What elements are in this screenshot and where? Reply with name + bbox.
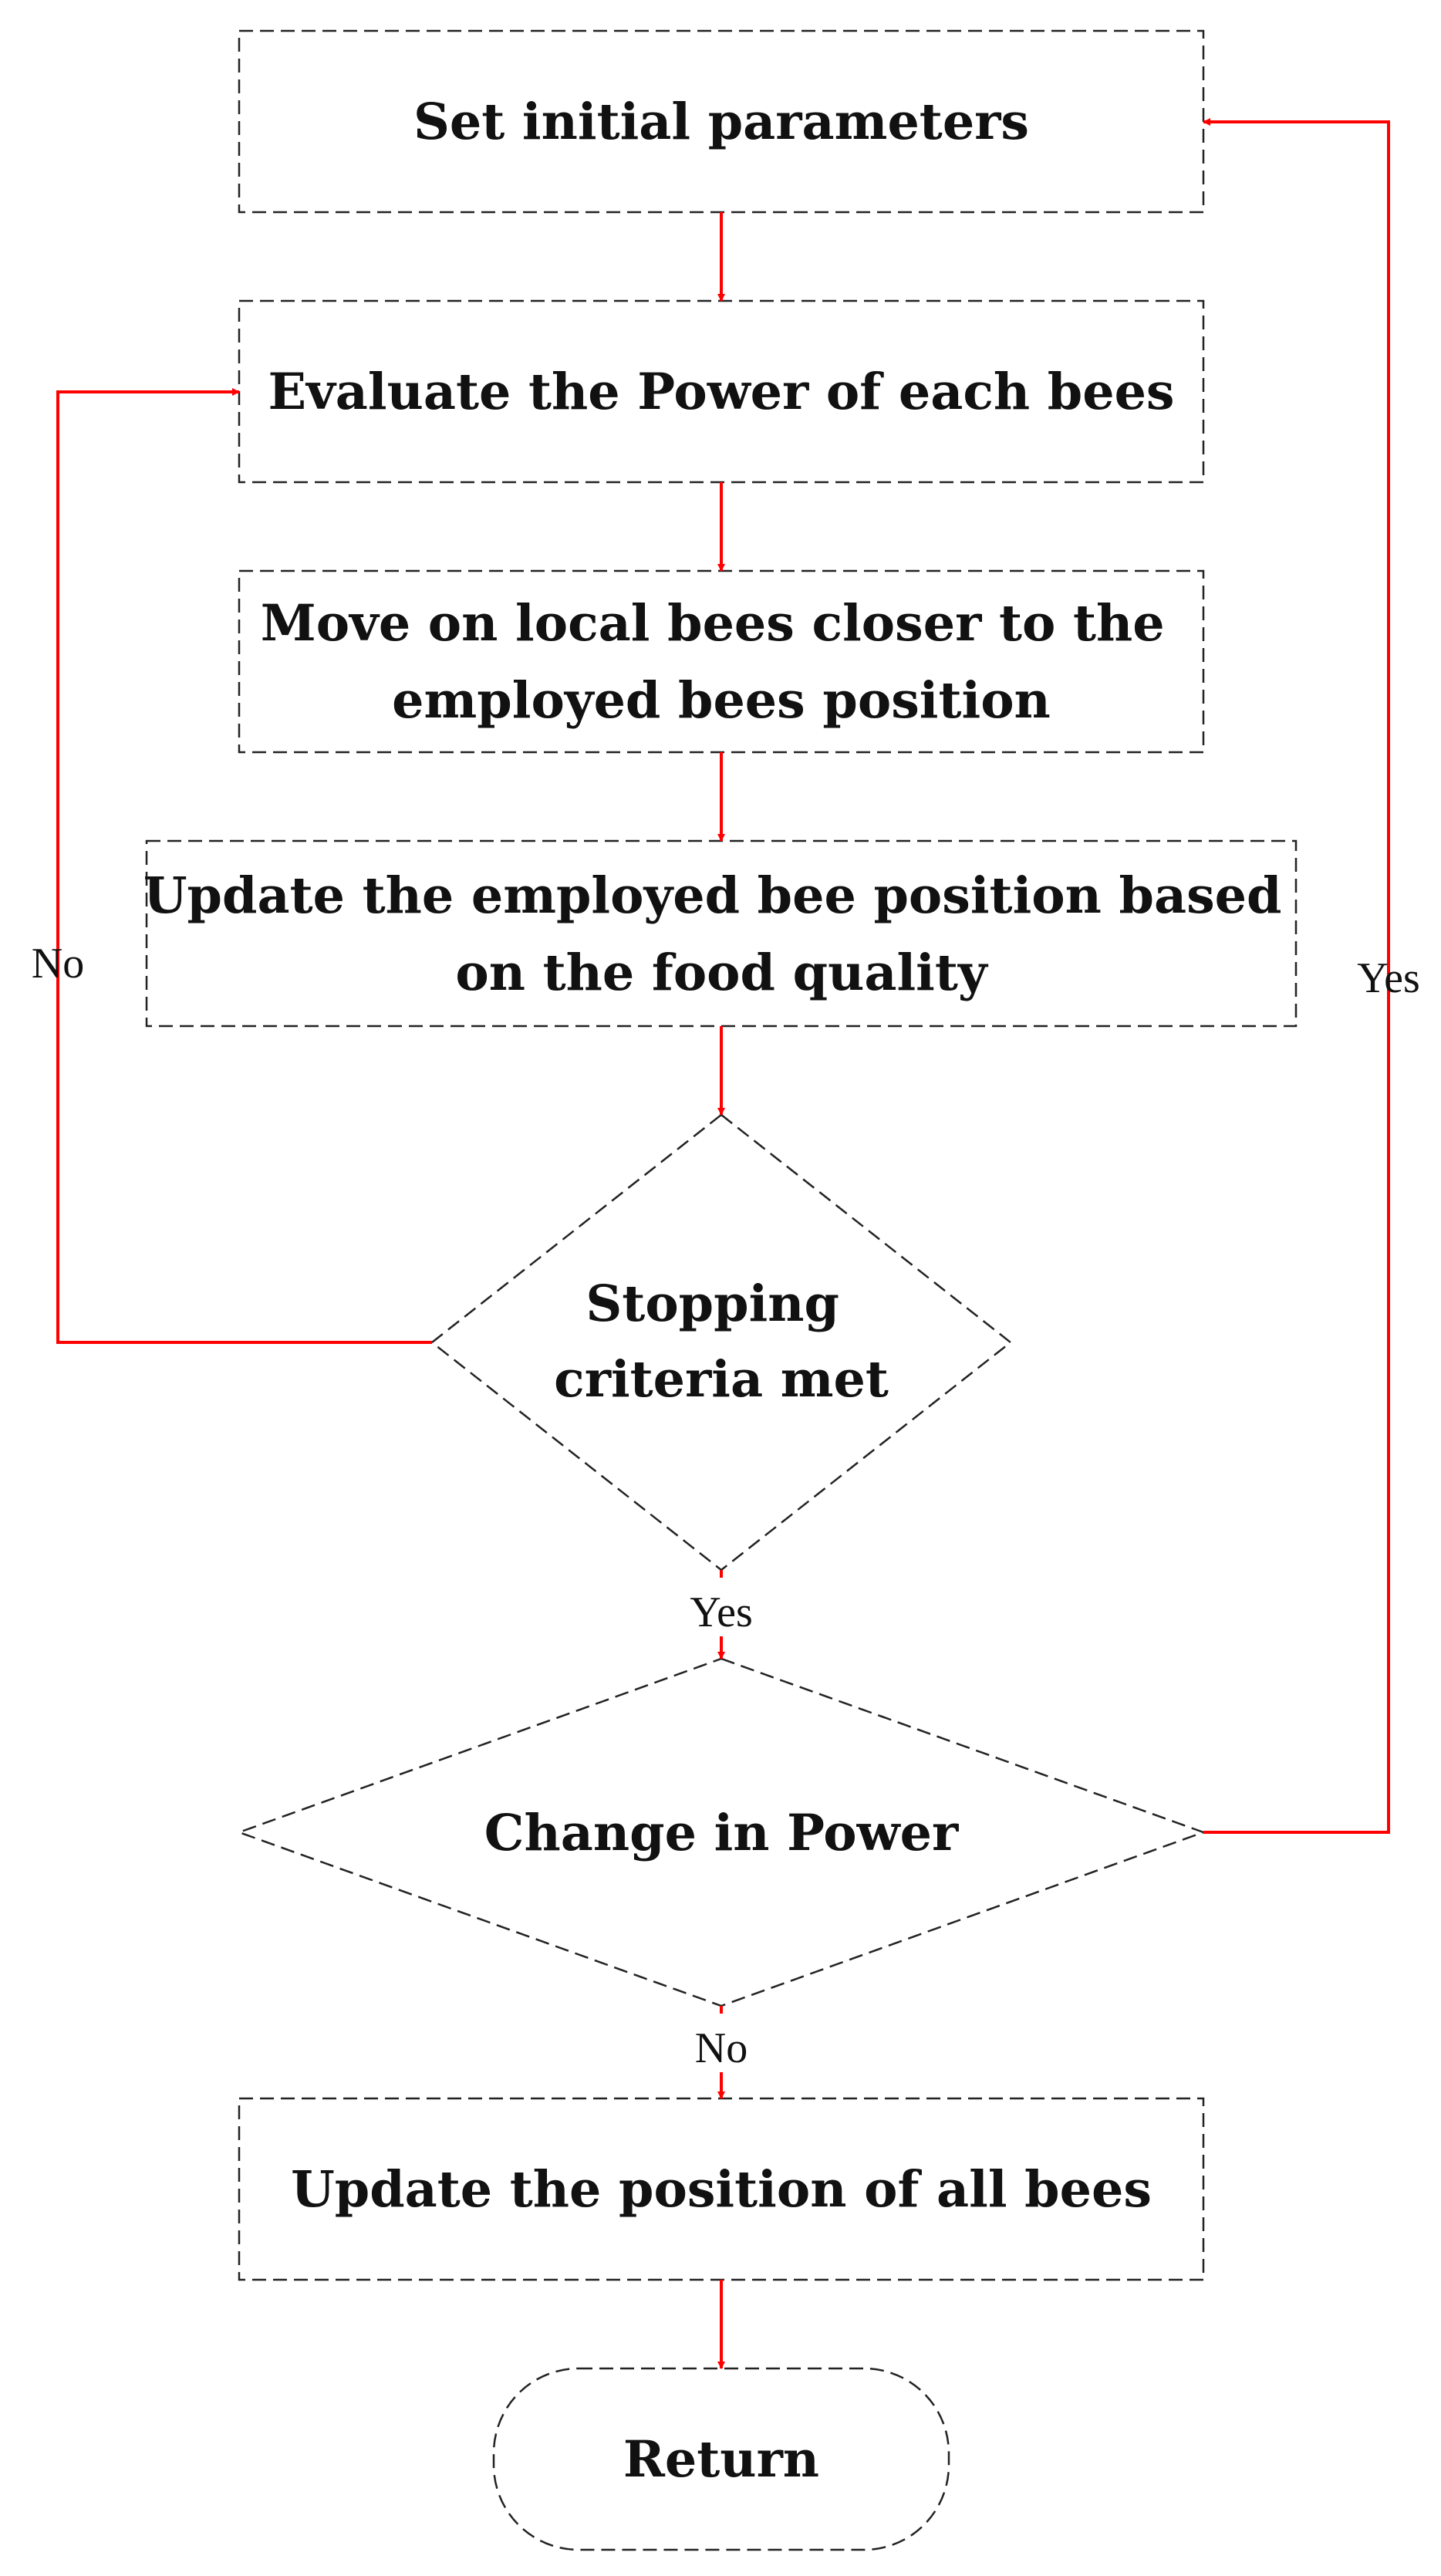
svg-text:Evaluate the Power of each bee: Evaluate the Power of each bees xyxy=(268,363,1174,421)
node-label-line: employed bees position xyxy=(392,671,1051,730)
decision-diamond xyxy=(430,1113,1013,1572)
node-label-line: Update the position of all bees xyxy=(291,2160,1152,2219)
node-set-initial-parameters: Set initial parameters xyxy=(238,29,1205,214)
node-evaluate-power: Evaluate the Power of each bees xyxy=(238,299,1205,484)
svg-text:Move on local bees closer to t: Move on local bees closer to the employe… xyxy=(261,594,1182,730)
svg-text:Update the position of all bee: Update the position of all bees xyxy=(291,2160,1152,2219)
process-box xyxy=(238,299,1205,484)
svg-text:Update the employed bee positi: Update the employed bee position based o… xyxy=(143,866,1299,1002)
node-label-line: Stopping xyxy=(586,1274,839,1333)
process-box xyxy=(238,2097,1205,2281)
edge-label-no-left: No xyxy=(32,940,84,988)
node-label-line: Set initial parameters xyxy=(413,93,1029,151)
svg-text:Stopping criteria met: Stopping criteria met xyxy=(554,1274,889,1409)
edge-label-no-mid: No xyxy=(695,2024,747,2072)
process-box xyxy=(238,29,1205,214)
node-update-employed-bee: Update the employed bee position based o… xyxy=(143,839,1299,1028)
node-move-local-bees: Move on local bees closer to the employe… xyxy=(238,569,1205,754)
edge-label-bg xyxy=(687,2014,756,2072)
decision-stopping-criteria: Stopping criteria met xyxy=(430,1113,1013,1572)
node-label-line: Evaluate the Power of each bees xyxy=(268,363,1174,421)
svg-text:Set initial parameters: Set initial parameters xyxy=(413,93,1029,151)
decision-change-in-power: Change in Power xyxy=(236,1657,1206,2007)
node-update-all-bees: Update the position of all bees xyxy=(238,2097,1205,2281)
node-label-line: on the food quality xyxy=(455,944,988,1002)
edge-label-yes-right: Yes xyxy=(1357,954,1419,1002)
terminal-return: Return xyxy=(492,2367,950,2551)
terminal-pill xyxy=(492,2367,950,2551)
node-label-line: Return xyxy=(623,2430,819,2489)
svg-text:Change in Power: Change in Power xyxy=(484,1804,959,1862)
node-label-line: Move on local bees closer to the xyxy=(261,594,1165,653)
node-label-line: criteria met xyxy=(554,1350,889,1409)
svg-text:Return: Return xyxy=(623,2430,819,2489)
edge-label-yes-mid: Yes xyxy=(690,1588,752,1636)
edge-label-bg xyxy=(680,1578,762,1636)
arrow-yes-loop-to-set-initial xyxy=(1203,118,1390,1834)
node-label-line: Change in Power xyxy=(484,1804,959,1862)
node-label-line: Update the employed bee position based xyxy=(143,866,1282,925)
arrow-no-loop-to-evaluate xyxy=(56,388,432,1344)
